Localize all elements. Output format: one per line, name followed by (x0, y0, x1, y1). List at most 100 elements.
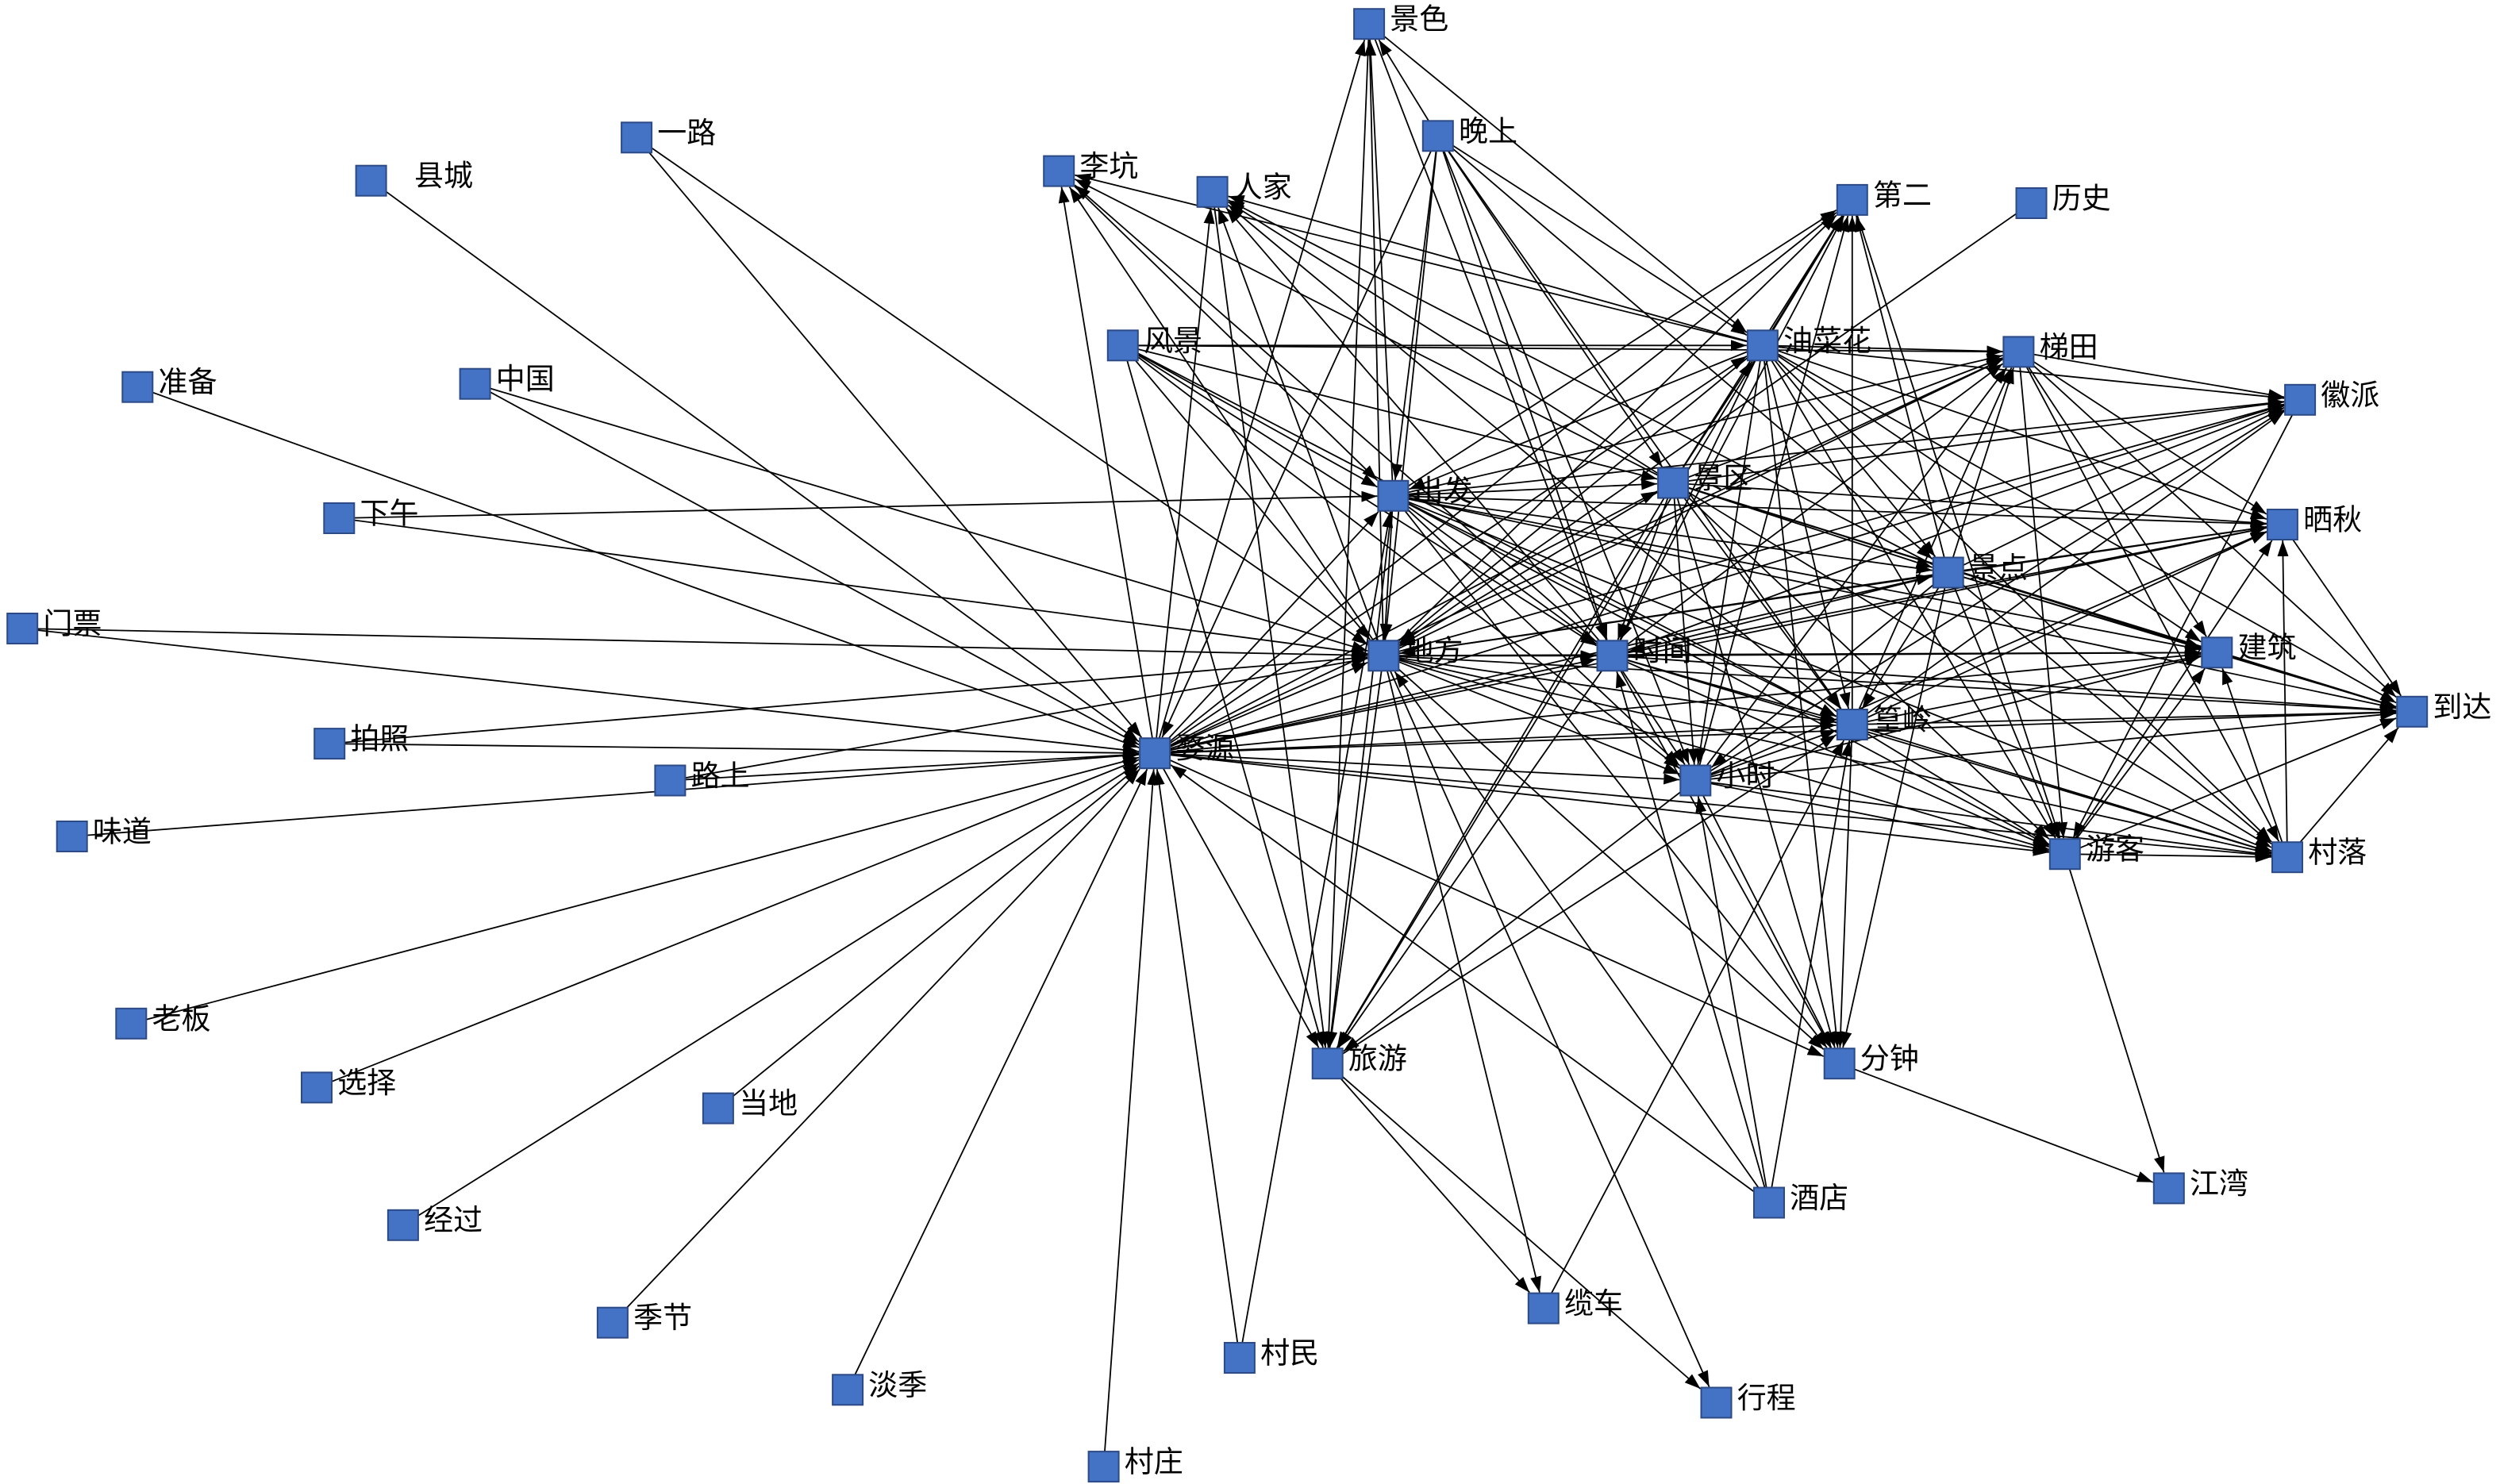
node-label: 第二 (1873, 178, 1932, 212)
edge-arrow (2017, 352, 2068, 839)
node-marker (1596, 640, 1629, 672)
node-label: 人家 (1233, 170, 1292, 204)
node-label: 到达 (2433, 690, 2491, 724)
edge-arrow (1155, 752, 2272, 860)
edge-arrow (1695, 779, 2272, 859)
network-node: 县城 (355, 159, 473, 197)
network-node: 拍照 (313, 722, 409, 760)
network-node: 路上 (654, 759, 750, 797)
node-marker (2266, 509, 2298, 540)
edge-arrow (1365, 40, 1394, 496)
edge-arrow (1839, 1063, 2154, 1183)
node-marker (1087, 1451, 1120, 1483)
node-label: 季节 (633, 1301, 692, 1335)
network-node: 婺源 (1139, 732, 1234, 770)
edge-arrow (2221, 668, 2288, 858)
edge-arrow (1437, 135, 1842, 709)
network-node: 门票 (6, 607, 102, 644)
edge-arrow (2217, 652, 2397, 708)
edge-arrow (1225, 207, 1613, 656)
node-marker (121, 371, 154, 403)
network-node: 淡季 (832, 1368, 927, 1406)
node-marker (1836, 183, 1868, 216)
node-marker (1377, 479, 1410, 512)
node-label: 准备 (159, 365, 217, 399)
node-marker (1367, 640, 1400, 672)
node-marker (313, 728, 346, 760)
edge-arrow (1695, 779, 2049, 854)
node-marker (832, 1374, 864, 1406)
edge-arrow (1398, 482, 1674, 648)
node-label: 县城 (414, 159, 473, 193)
network-node: 一路 (621, 116, 716, 154)
node-label: 村庄 (1125, 1445, 1183, 1479)
node-marker (301, 1071, 333, 1104)
edge-arrow (1612, 655, 2050, 848)
edge-arrow (1154, 525, 2267, 755)
edge-arrow (1861, 572, 1949, 709)
network-node: 晒秋 (2266, 503, 2362, 540)
node-label: 经过 (424, 1203, 483, 1237)
edge-arrow (1154, 355, 1748, 754)
edge-arrow (1239, 511, 1394, 1359)
edge-arrow (1102, 769, 1159, 1467)
edge-arrow (1694, 409, 2285, 782)
node-marker (387, 1209, 419, 1241)
node-label: 路上 (691, 759, 750, 793)
node-label: 地方 (1405, 634, 1463, 668)
edge-arrow (475, 383, 1140, 746)
edge-arrow (1398, 202, 2033, 646)
node-label: 建筑 (2238, 631, 2297, 665)
edge-arrow (2018, 351, 2285, 400)
edge-arrow (1122, 344, 2003, 358)
edge-arrow (2064, 851, 2272, 863)
edge-arrow (1393, 479, 1658, 497)
edge-arrow (1121, 345, 1325, 1048)
node-marker (2271, 841, 2303, 874)
node-label: 景色 (1390, 2, 1448, 37)
edge-arrow (1383, 523, 2267, 657)
node-marker (1139, 737, 1171, 770)
edge-arrow (717, 765, 1140, 1109)
node-marker (702, 1092, 734, 1125)
edge-arrow (1437, 135, 1663, 468)
edge-arrow (1383, 655, 1541, 1293)
edge-arrow (1343, 779, 1696, 1052)
node-label: 出发 (1414, 474, 1473, 508)
edge-arrow (1398, 344, 1763, 644)
edge-arrow (1327, 1063, 1530, 1294)
edge-arrow (1327, 734, 1837, 1064)
network-node: 李坑 (1043, 149, 1138, 187)
node-marker (56, 821, 88, 852)
node-marker (1196, 175, 1229, 208)
edge-arrow (1762, 344, 1937, 558)
edge-arrow (1695, 796, 1770, 1203)
node-label: 下午 (360, 496, 419, 530)
node-marker (355, 164, 387, 197)
network-node: 人家 (1196, 170, 1292, 208)
node-label: 拍照 (350, 722, 409, 756)
node-marker (2396, 695, 2429, 728)
edge-arrow (1383, 655, 2397, 716)
network-node: 江湾 (2152, 1167, 2248, 1205)
node-marker (2002, 336, 2035, 368)
edge-arrow (1379, 495, 1394, 640)
edge-arrow (1393, 494, 2202, 652)
edge-arrow (1391, 136, 1439, 480)
edge-arrow (1543, 740, 1844, 1309)
node-label: 行程 (1737, 1381, 1796, 1415)
edge-arrow (612, 768, 1140, 1324)
edge-arrow (1672, 482, 2397, 708)
node-marker (1836, 709, 1868, 740)
edge-layer (22, 23, 2402, 1467)
edge-arrow (1122, 344, 1378, 488)
node-label: 风景 (1144, 324, 1202, 358)
node-label: 篁岭 (1873, 702, 1932, 736)
node-layer: 景色一路晚上县城李坑人家第二历史风景油菜花梯田准备中国徽派出发景区下午晒秋景点门… (6, 2, 2491, 1483)
network-node: 风景 (1106, 324, 1202, 362)
edge-arrow (1154, 39, 1366, 754)
node-label: 晚上 (1459, 114, 1517, 148)
edge-arrow (1840, 572, 1949, 1048)
edge-arrow (1154, 511, 1379, 754)
edge-arrow (329, 652, 1368, 744)
